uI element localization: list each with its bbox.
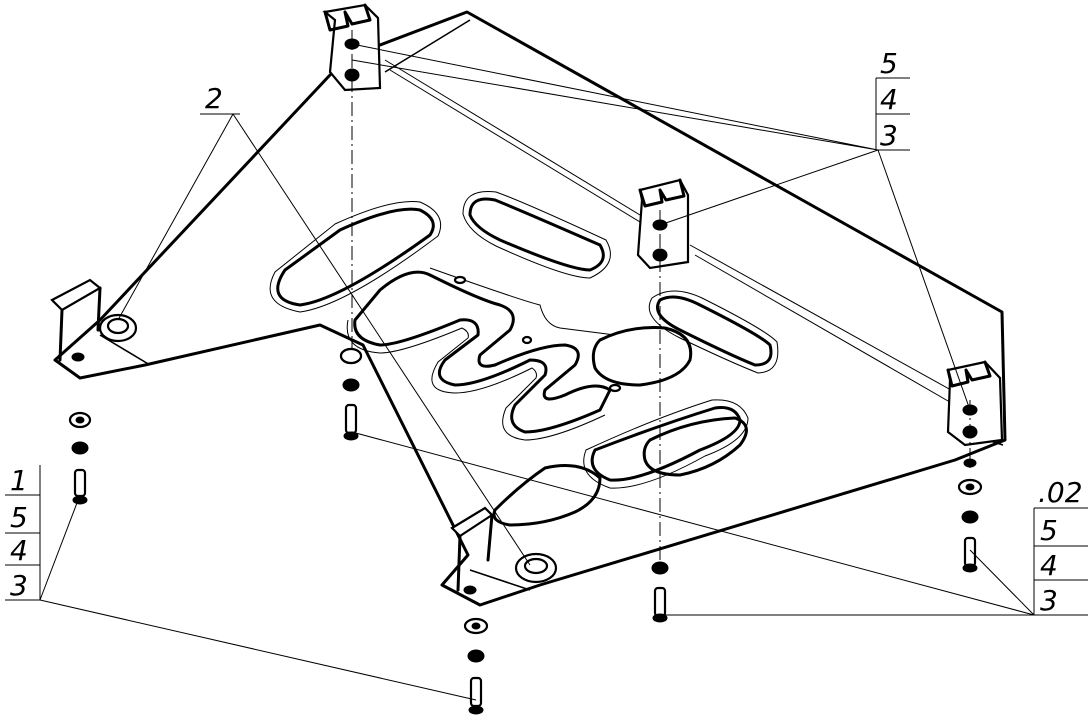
callout-top-left: 2 xyxy=(205,82,223,115)
bracket-right xyxy=(946,360,1004,447)
bracket-bottom xyxy=(450,506,494,595)
callout-left: 1 5 4 3 xyxy=(10,464,28,602)
callout-label: 3 xyxy=(1040,584,1058,617)
callout-label: 4 xyxy=(10,534,28,567)
fastener-stack-left xyxy=(68,411,92,505)
fastener-stack-center-right xyxy=(651,561,669,623)
axis-lines xyxy=(351,30,971,570)
callout-label: 2 xyxy=(205,82,223,115)
fastener-stack-right xyxy=(957,458,983,573)
plate-nut-left xyxy=(98,313,138,343)
callout-label: 5 xyxy=(880,47,898,80)
callout-right: .02 5 4 3 xyxy=(1038,476,1083,617)
callout-label: 4 xyxy=(880,83,898,116)
skid-plate xyxy=(53,10,1007,607)
callout-label: 3 xyxy=(10,569,28,602)
plate-reliefs xyxy=(269,190,779,527)
callout-label: 5 xyxy=(1040,514,1058,547)
bracket-left xyxy=(50,278,102,362)
callout-label: 5 xyxy=(10,501,28,534)
callout-label: .02 xyxy=(1038,476,1083,509)
plate-nut-bottom xyxy=(514,552,558,584)
callout-top-right: 5 4 3 xyxy=(880,47,898,152)
callout-label: 1 xyxy=(10,464,28,497)
bracket-top xyxy=(322,3,382,92)
fastener-stack-center-left xyxy=(339,347,363,441)
callout-label: 3 xyxy=(880,119,898,152)
leader-lines xyxy=(5,43,1088,701)
callout-label: 4 xyxy=(1040,549,1058,582)
